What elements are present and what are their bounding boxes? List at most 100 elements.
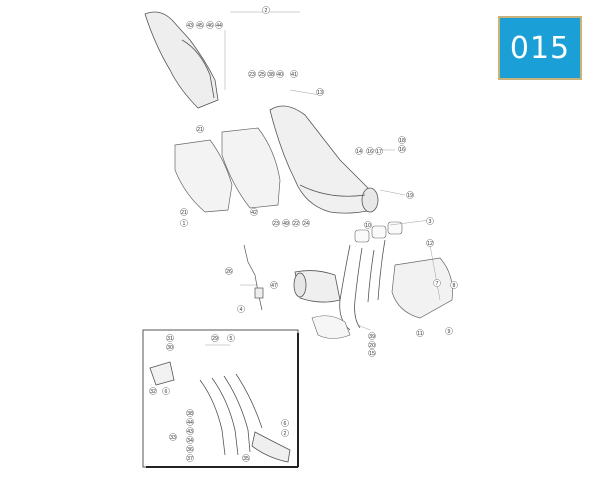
callout-47: 34 [186, 436, 194, 444]
callout-9: 41 [290, 70, 298, 78]
callout-circle [316, 88, 324, 96]
callout-circle [180, 208, 188, 216]
callout-number: 6 [165, 389, 168, 395]
callout-number: 14 [356, 149, 362, 155]
callout-circle [302, 219, 310, 227]
callout-50: 37 [186, 454, 194, 462]
callout-number: 18 [399, 138, 405, 144]
callout-circle [368, 341, 376, 349]
callout-number: 38 [268, 72, 274, 78]
callout-number: 44 [187, 420, 193, 426]
callout-35: 15 [368, 349, 376, 357]
callout-25: 3 [426, 217, 434, 225]
callout-circle [368, 349, 376, 357]
callout-number: 23 [249, 72, 255, 78]
callout-number: 19 [407, 193, 413, 199]
callout-circle [180, 219, 188, 227]
callout-circle [281, 429, 289, 437]
callout-36: 39 [368, 332, 376, 340]
callout-number: 30 [167, 345, 173, 351]
callout-41: 5 [227, 334, 235, 342]
callout-circle [250, 208, 258, 216]
callout-number: 12 [427, 241, 433, 247]
callout-number: 36 [187, 447, 193, 453]
callout-circle [186, 409, 194, 417]
side-heat-shields [174, 127, 281, 213]
callout-5: 23 [248, 70, 256, 78]
callout-43: 6 [162, 387, 170, 395]
callout-7: 38 [267, 70, 275, 78]
callout-circle [276, 70, 284, 78]
exhaust-headers [293, 239, 386, 331]
callout-number: 15 [369, 351, 375, 357]
callout-52: 6 [281, 419, 289, 427]
callout-13: 16 [398, 145, 406, 153]
callout-circle [237, 305, 245, 313]
callout-number: 9 [448, 329, 451, 335]
callout-8: 40 [276, 70, 284, 78]
callout-number: 38 [187, 411, 193, 417]
callout-48: 33 [169, 433, 177, 441]
callout-number: 25 [259, 72, 265, 78]
flange-plates [354, 221, 403, 243]
callout-number: 26 [226, 269, 232, 275]
callout-circle [270, 281, 278, 289]
callout-number: 45 [197, 23, 203, 29]
callout-circle [355, 147, 363, 155]
callout-23: 22 [292, 219, 300, 227]
callout-circle [196, 125, 204, 133]
callout-40: 29 [211, 334, 219, 342]
callout-circle [196, 21, 204, 29]
callout-number: 5 [230, 336, 233, 342]
oxygen-sensor [243, 244, 264, 311]
callout-circle [445, 327, 453, 335]
callout-circle [375, 147, 383, 155]
callout-number: 41 [291, 72, 297, 78]
callout-number: 33 [170, 435, 176, 441]
callout-11: 21 [196, 125, 204, 133]
callout-31: 11 [416, 329, 424, 337]
callout-45: 44 [186, 418, 194, 426]
callout-circle [416, 329, 424, 337]
callout-44: 38 [186, 409, 194, 417]
callout-circle [227, 334, 235, 342]
callout-number: 13 [317, 90, 323, 96]
callout-39: 30 [166, 343, 174, 351]
callout-circle [272, 219, 280, 227]
callout-number: 20 [369, 343, 375, 349]
callout-12: 18 [398, 136, 406, 144]
callout-21: 23 [272, 219, 280, 227]
callout-circle [364, 221, 372, 229]
callout-2: 45 [196, 21, 204, 29]
callout-number: 2 [284, 431, 287, 437]
callout-circle [242, 454, 250, 462]
callout-number: 23 [273, 221, 279, 227]
callout-number: 6 [284, 421, 287, 427]
callout-49: 36 [186, 445, 194, 453]
callout-number: 21 [197, 127, 203, 133]
callout-circle [215, 21, 223, 29]
callout-0: 2 [262, 6, 270, 14]
callout-number: 1 [183, 221, 186, 227]
callout-number: 40 [277, 72, 283, 78]
callout-number: 37 [187, 456, 193, 462]
callout-circle [267, 70, 275, 78]
callout-number: 35 [243, 456, 249, 462]
callout-number: 3 [429, 219, 432, 225]
callout-number: 16 [399, 147, 405, 153]
callout-38: 31 [166, 334, 174, 342]
callout-circle [225, 267, 233, 275]
callout-circle [426, 217, 434, 225]
callout-circle [368, 332, 376, 340]
upper-silencer-cover [144, 11, 219, 109]
callout-17: 19 [406, 191, 414, 199]
callout-circle [186, 21, 194, 29]
callout-3: 46 [206, 21, 214, 29]
callout-circle [186, 454, 194, 462]
callout-circle [292, 219, 300, 227]
callout-circle [211, 334, 219, 342]
callout-number: 43 [187, 429, 193, 435]
callout-19: 1 [180, 219, 188, 227]
